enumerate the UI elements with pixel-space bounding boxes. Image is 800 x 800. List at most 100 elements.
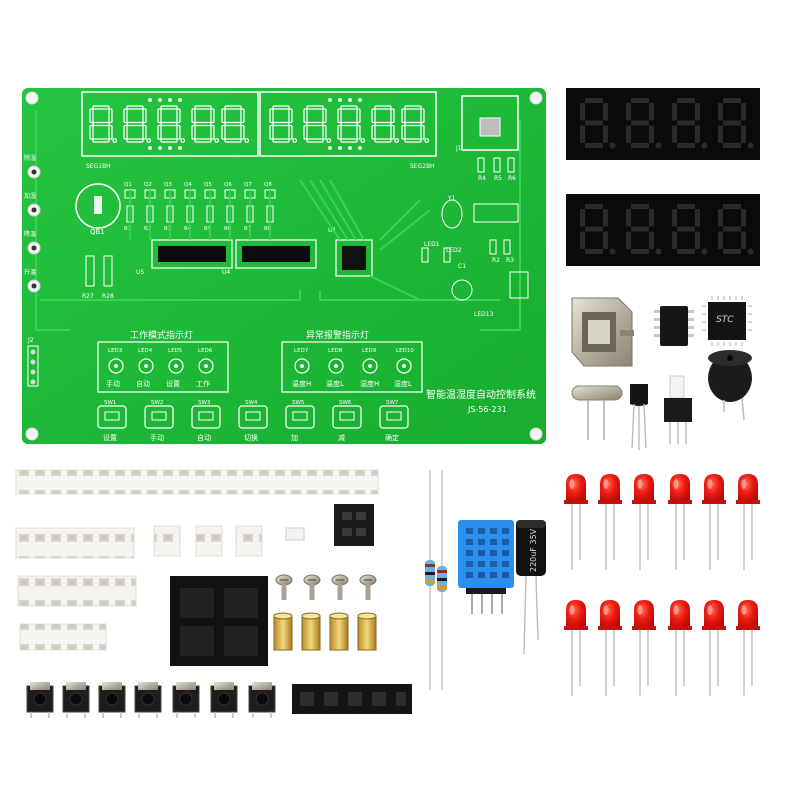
switch-ref-label: SW4: [245, 400, 258, 406]
red-led: [702, 600, 726, 696]
segment-digit: [718, 204, 754, 255]
tact-switch-set: [26, 682, 276, 718]
led1-label: LED1: [424, 241, 440, 248]
mcu-marking: STC: [716, 315, 734, 325]
transistor-label: Q1: [124, 182, 132, 188]
standoff: [301, 612, 321, 651]
switch-footprint: [97, 405, 127, 429]
transistor-tape-strip: [292, 684, 412, 714]
led-ref-label: LED7: [294, 348, 309, 354]
standoff-set: [273, 612, 377, 651]
switch-function-label: 自动: [197, 433, 211, 442]
u5-label: U5: [136, 269, 144, 276]
resistor-label: R5: [204, 226, 212, 232]
standoff: [329, 612, 349, 651]
red-led: [702, 474, 726, 570]
alarm-section-label: 异常报警指示灯: [306, 329, 369, 341]
tact-switch: [210, 682, 238, 718]
led-footprint: [362, 358, 378, 374]
board-model: JS-56-231: [467, 405, 507, 414]
tact-switch: [62, 682, 90, 718]
transistor-label: Q2: [144, 182, 152, 188]
side-output-label: 加湿: [24, 192, 36, 200]
segment-digit: [580, 204, 616, 255]
led-function-label: 湿度L: [394, 379, 412, 388]
screw: [359, 574, 377, 600]
switch-footprint: [191, 405, 221, 429]
segment-digit: [123, 105, 152, 143]
red-led-set: [564, 474, 760, 696]
red-led: [564, 600, 588, 696]
switch-function-label: 设置: [103, 433, 117, 442]
led-ref-label: LED5: [168, 348, 183, 354]
led-ref-label: LED9: [362, 348, 377, 354]
switch-function-label: 切换: [244, 433, 258, 442]
r2-label: R2: [492, 257, 500, 264]
j2-label: J2: [27, 337, 34, 344]
j1-label: J1: [455, 145, 462, 152]
ic-tape-reel: [170, 576, 268, 666]
led-footprint: [294, 358, 310, 374]
led-footprint: [168, 358, 184, 374]
segment-digit: [672, 98, 708, 149]
pcb-digit-silkscreen: [89, 105, 430, 143]
segment-digit: [221, 105, 250, 143]
standoff: [273, 612, 293, 651]
red-led: [668, 600, 692, 696]
segment-digit: [718, 98, 754, 149]
through-hole-resistors: [425, 470, 447, 690]
u1-label: U1: [328, 227, 336, 234]
resistor-label: R6: [224, 226, 232, 232]
screw-set: [275, 574, 377, 600]
switch-ref-label: SW1: [104, 400, 116, 406]
resistor-label: R7: [244, 226, 252, 232]
led-function-label: 温度L: [326, 379, 344, 388]
red-led: [598, 474, 622, 570]
red-led: [632, 600, 656, 696]
led-ref-label: LED10: [396, 348, 414, 354]
display-footprint-left: [81, 91, 259, 157]
buzzer-footprint: [75, 183, 121, 229]
side-output-label: 升温: [24, 268, 36, 276]
switch-ref-label: SW7: [386, 400, 399, 406]
switch-ref-label: SW3: [198, 400, 211, 406]
tact-switch: [98, 682, 126, 718]
led-footprint: [138, 358, 154, 374]
seven-segment-displays: [566, 88, 760, 266]
switch-footprint: [379, 405, 409, 429]
mcu-chip: STC: [702, 296, 752, 346]
led-footprint: [328, 358, 344, 374]
r27-label: R27: [82, 293, 94, 300]
crystal-oscillator: [571, 385, 623, 440]
standoff: [357, 612, 377, 651]
r28-label: R28: [102, 293, 114, 300]
red-led: [564, 474, 588, 570]
red-led: [668, 474, 692, 570]
r6-label: R6: [508, 175, 516, 182]
led2-label: LED2: [446, 247, 462, 254]
transistor: [630, 384, 648, 450]
c1-label: C1: [458, 263, 466, 270]
transistor-label: Q5: [204, 182, 212, 188]
segment-digit: [580, 98, 616, 149]
usb-b-connector: [571, 297, 634, 367]
led-footprint: [396, 358, 412, 374]
tact-switch: [134, 682, 162, 718]
switch-function-label: 手动: [150, 433, 164, 442]
led-footprint: [198, 358, 214, 374]
led-function-label: 设置: [166, 379, 180, 388]
red-led: [736, 474, 760, 570]
segment-digit: [337, 105, 366, 143]
switch-ref-label: SW6: [339, 400, 352, 406]
dht-humidity-sensor: [458, 520, 514, 614]
segment-digit: [89, 105, 118, 143]
resistor-label: R2: [144, 226, 151, 232]
r4-label: R4: [478, 175, 486, 182]
transistor-label: Q4: [184, 182, 192, 188]
mcu-footprint: [335, 239, 373, 277]
